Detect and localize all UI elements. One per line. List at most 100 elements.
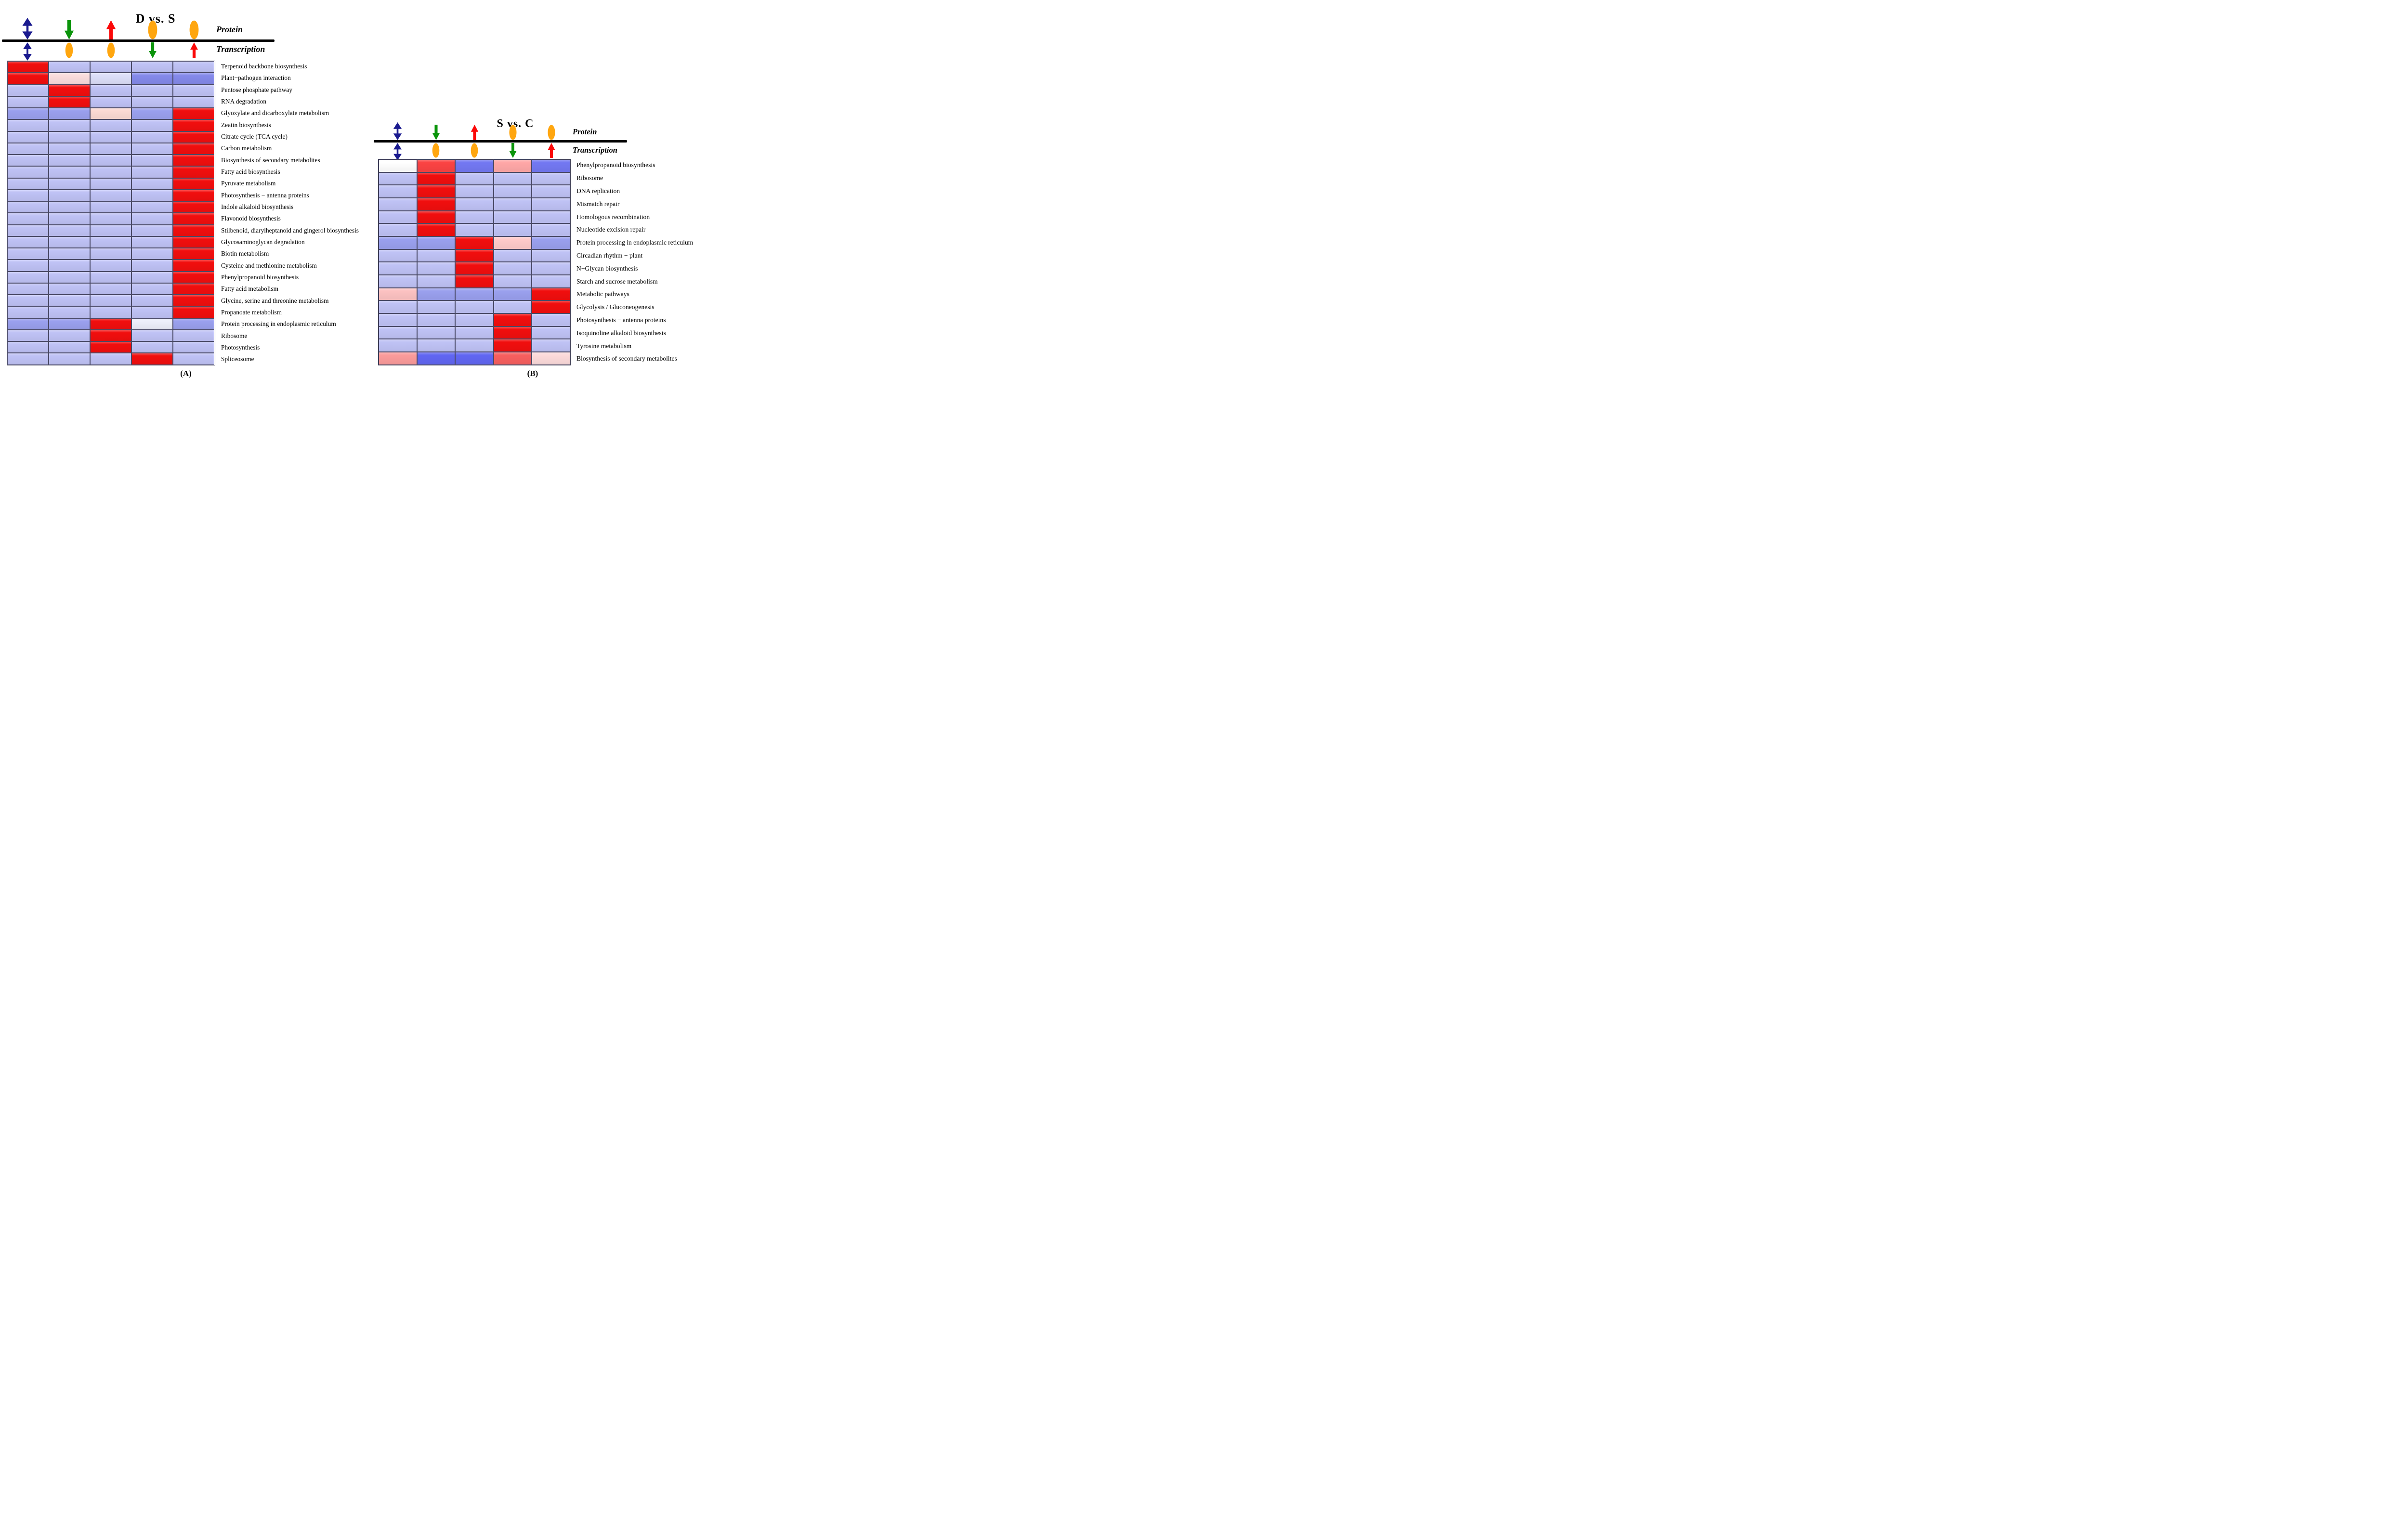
row-label: Phenylpropanoid biosynthesis [576,161,655,169]
heatmap-cell [417,210,456,224]
heatmap-cell [493,300,532,314]
heatmap-cell [173,271,215,283]
transcription-oval-icon [64,42,74,58]
heatmap-cell [90,213,132,225]
heatmap-cell [417,326,456,339]
heatmap-cell [173,178,215,190]
panel-a-transcription-axis-label: Transcription [216,44,265,54]
protein-double-arrow-icon [393,122,403,140]
heatmap-cell [90,189,132,201]
transcription-double-arrow-icon [393,143,403,160]
protein-down-arrow-icon [430,125,442,140]
heatmap-cell [532,172,570,185]
heatmap-cell [532,236,570,249]
heatmap-cell [90,108,132,120]
transcription-double-arrow-icon [22,42,33,61]
heatmap-cell [173,224,215,236]
heatmap-cell [493,326,532,339]
heatmap-cell [532,339,570,352]
heatmap-cell [90,295,132,307]
heatmap-cell [49,119,91,131]
row-label: Terpenoid backbone biosynthesis [221,63,307,70]
heatmap-cell [173,84,215,96]
heatmap-cell [49,341,91,353]
heatmap-cell [131,73,173,85]
heatmap-cell [173,260,215,272]
row-label: Pentose phosphate pathway [221,86,293,93]
heatmap-cell [173,236,215,248]
heatmap-cell [90,84,132,96]
heatmap-cell [493,210,532,224]
heatmap-cell [493,287,532,301]
heatmap-cell [90,318,132,330]
heatmap-cell [455,339,494,352]
heatmap-cell [131,329,173,341]
row-label: Zeatin biosynthesis [221,121,271,129]
heatmap-cell [7,224,49,236]
heatmap-cell [7,119,49,131]
row-label: N−Glycan biosynthesis [576,264,638,272]
row-label: Mismatch repair [576,200,620,208]
protein-up-arrow-icon [469,125,481,140]
row-label: Tyrosine metabolism [576,342,632,350]
heatmap-cell [7,178,49,190]
heatmap-cell [49,283,91,295]
heatmap-cell [417,287,456,301]
heatmap-cell [493,198,532,211]
heatmap-cell [455,236,494,249]
heatmap-cell [90,306,132,318]
protein-oval-icon [146,20,159,39]
heatmap-cell [49,329,91,341]
heatmap-cell [532,249,570,262]
heatmap-cell [49,178,91,190]
heatmap-cell [131,131,173,143]
row-label: Photosynthesis − antenna proteins [221,191,309,199]
row-label: Citrate cycle (TCA cycle) [221,133,288,141]
heatmap-cell [173,108,215,120]
heatmap-cell [379,326,417,339]
heatmap-cell [131,260,173,272]
heatmap-cell [493,275,532,288]
heatmap-cell [379,339,417,352]
heatmap-cell [49,166,91,178]
heatmap-cell [493,172,532,185]
heatmap-cell [49,96,91,108]
heatmap-cell [49,131,91,143]
heatmap-cell [131,353,173,365]
heatmap-cell [417,313,456,326]
heatmap-cell [173,213,215,225]
heatmap-cell [90,131,132,143]
heatmap-cell [131,155,173,167]
heatmap-cell [455,249,494,262]
transcription-oval-icon [431,143,441,158]
heatmap-cell [493,262,532,275]
panel-b-protein-axis-label: Protein [573,127,597,136]
heatmap-cell [417,339,456,352]
heatmap-cell [173,283,215,295]
heatmap-cell [131,341,173,353]
heatmap-cell [417,249,456,262]
heatmap-cell [90,236,132,248]
heatmap-cell [90,224,132,236]
transcription-up-arrow-icon [188,42,200,58]
heatmap-cell [493,185,532,198]
heatmap-cell [131,295,173,307]
row-label: Flavonoid biosynthesis [221,215,281,222]
transcription-up-arrow-icon [546,143,557,158]
heatmap-cell [532,159,570,172]
heatmap-cell [7,84,49,96]
row-label: Photosynthesis [221,344,260,351]
heatmap-cell [379,300,417,314]
heatmap-cell [131,213,173,225]
row-label: Pyruvate metabolism [221,180,276,187]
heatmap-cell [90,166,132,178]
row-label: Fatty acid biosynthesis [221,168,280,176]
panel-b-transcription-axis-label: Transcription [573,145,617,155]
row-label: Homologous recombination [576,213,650,221]
heatmap-cell [49,61,91,73]
heatmap-cell [90,61,132,73]
heatmap-cell [7,108,49,120]
row-label: Glyoxylate and dicarboxylate metabolism [221,109,329,117]
heatmap-cell [7,131,49,143]
heatmap-cell [90,178,132,190]
